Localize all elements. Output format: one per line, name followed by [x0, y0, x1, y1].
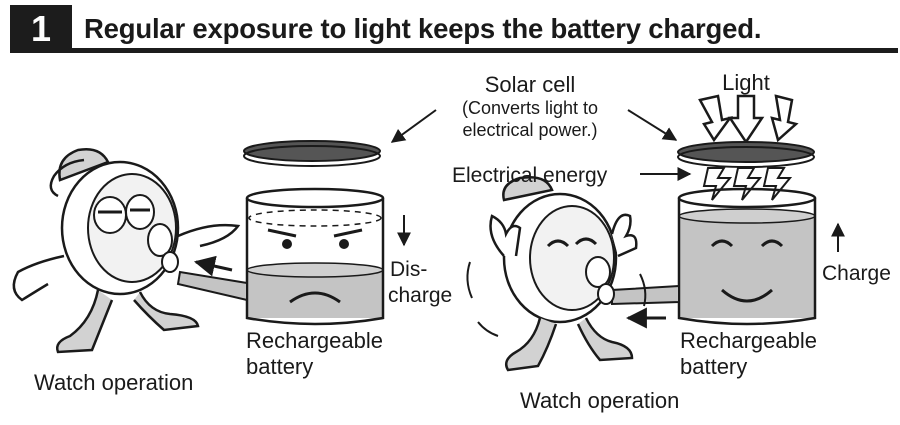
battery-left-empty-line — [248, 209, 382, 227]
solar-panel-right — [677, 141, 815, 163]
step-number-badge: 1 — [10, 5, 72, 53]
solar-panel-left — [243, 140, 381, 162]
energy-flow-arrow-left — [193, 255, 233, 277]
right-scene — [466, 94, 845, 372]
bolt-icon — [702, 167, 733, 201]
label-watch-operation-right: Watch operation — [520, 388, 679, 413]
watch-character-left — [12, 148, 241, 354]
label-charge: Charge — [822, 262, 891, 285]
label-battery-right-2: battery — [680, 354, 747, 379]
label-battery-left-2: battery — [246, 354, 313, 379]
pipe-left — [176, 270, 248, 302]
battery-left-fill-top — [246, 262, 384, 278]
label-electrical-energy: Electrical energy — [452, 164, 608, 187]
label-watch-operation-left: Watch operation — [34, 370, 193, 395]
bolt-icon — [732, 167, 763, 201]
battery-left — [245, 187, 385, 326]
header: 1 Regular exposure to light keeps the ba… — [10, 5, 898, 53]
label-solar-cell: Solar cell — [485, 72, 575, 97]
battery-right-fill — [679, 216, 815, 318]
header-underline — [72, 48, 898, 53]
label-discharge-1: Dis- — [390, 258, 427, 281]
label-battery-right-1: Rechargeable — [680, 328, 817, 353]
left-scene — [12, 140, 411, 354]
solar-cell-pointer-right — [627, 109, 678, 141]
light-rays — [698, 94, 799, 145]
sad-mouth — [289, 291, 341, 304]
battery-right — [677, 187, 817, 326]
light-arrow — [727, 94, 765, 145]
light-arrow — [698, 94, 734, 143]
solar-cell-pointer-left — [390, 109, 437, 143]
label-discharge-2: charge — [388, 284, 452, 307]
electrical-bolts — [702, 167, 793, 201]
bolt-icon — [762, 167, 793, 201]
label-light: Light — [722, 70, 770, 95]
light-arrow — [770, 94, 799, 143]
happy-mouth — [721, 288, 773, 303]
label-battery-left-1: Rechargeable — [246, 328, 383, 353]
solar-panel-left-edge — [243, 145, 381, 167]
label-solar-cell-note-1: (Converts light to — [462, 98, 598, 118]
page-title: Regular exposure to light keeps the batt… — [84, 13, 762, 44]
battery-right-fill-top — [678, 208, 816, 224]
label-solar-cell-note-2: electrical power.) — [462, 120, 597, 140]
watch-character-right — [466, 176, 647, 372]
